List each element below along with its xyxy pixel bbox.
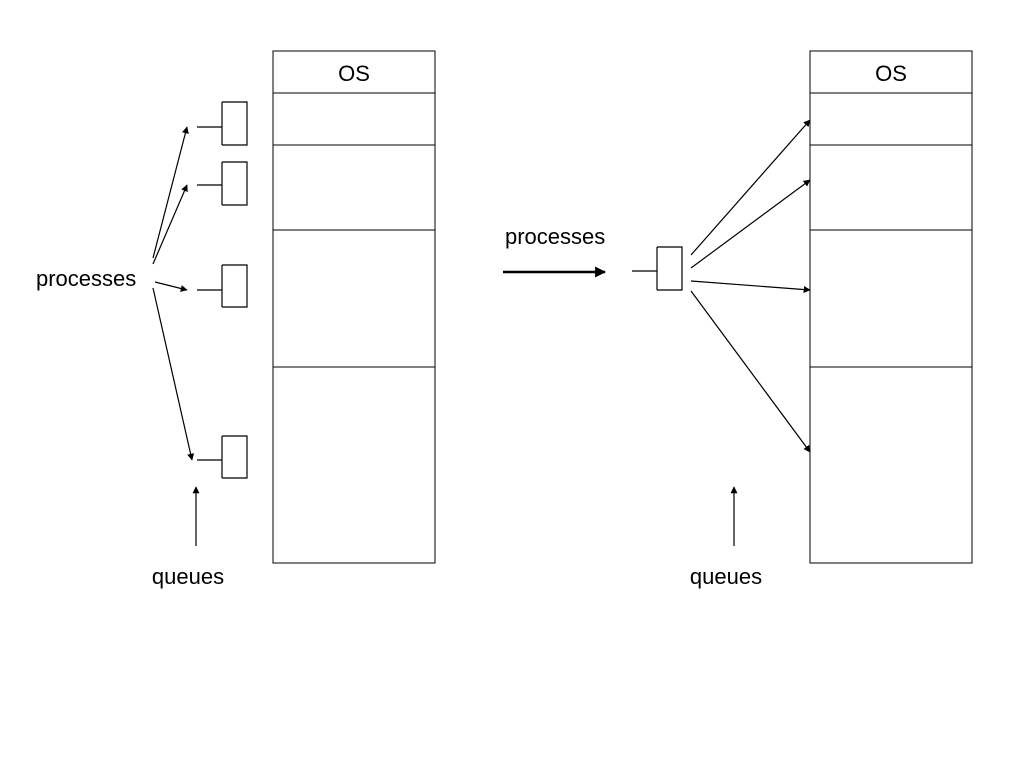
left-os-label: OS (338, 61, 370, 86)
right-memory-column: OS (809, 50, 973, 564)
left-queue-3 (197, 264, 248, 308)
left-queue-2 (197, 161, 248, 206)
left-arrow-to-queue-1 (152, 126, 189, 259)
right-os-partition (809, 50, 973, 94)
left-arrow-to-queue-4 (152, 287, 195, 461)
left-memory-column: OS (272, 50, 436, 564)
right-partition-4 (809, 366, 973, 564)
right-queues-label: queues (690, 564, 762, 589)
right-arrow-to-partition-4 (690, 290, 811, 453)
middle-transition: processes (503, 224, 607, 278)
right-diagram: OS queues (632, 50, 973, 589)
right-single-queue (632, 246, 683, 291)
right-arrow-to-partition-3 (690, 280, 811, 294)
left-queue-4 (197, 435, 248, 479)
left-diagram: OS processes queues (36, 50, 436, 589)
right-os-label: OS (875, 61, 907, 86)
left-arrow-to-queue-2 (152, 184, 188, 265)
left-partition-1 (272, 92, 436, 146)
right-partition-1 (809, 92, 973, 146)
left-arrow-to-queue-3 (154, 281, 188, 292)
left-partition-4 (272, 366, 436, 564)
left-partition-2 (272, 144, 436, 231)
right-queue-arrows (690, 119, 811, 453)
left-queues-label: queues (152, 564, 224, 589)
right-partition-2 (809, 144, 973, 231)
middle-processes-label: processes (505, 224, 605, 249)
right-partition-3 (809, 229, 973, 368)
left-process-arrows (152, 126, 195, 461)
right-arrow-to-partition-1 (690, 119, 811, 256)
left-processes-label: processes (36, 266, 136, 291)
left-queue-1 (197, 101, 248, 146)
left-os-partition (272, 50, 436, 94)
left-partition-3 (272, 229, 436, 368)
right-arrow-to-partition-2 (690, 179, 811, 269)
